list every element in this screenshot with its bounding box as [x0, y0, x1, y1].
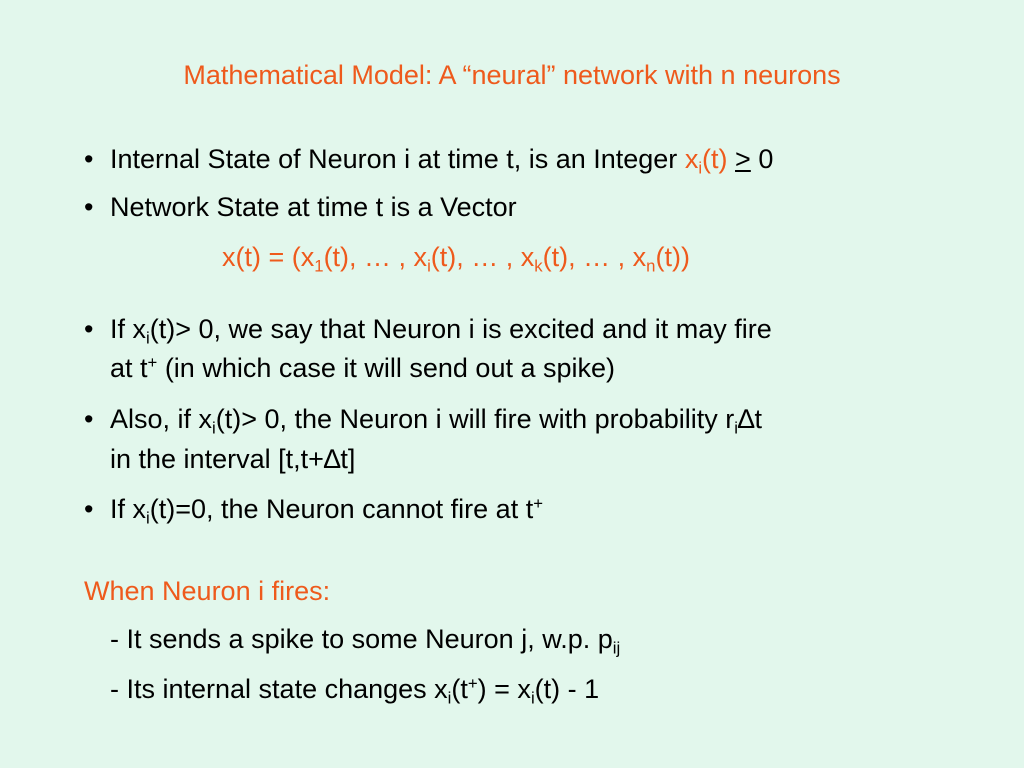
- xi-term: xi(t): [684, 144, 728, 178]
- fires-state-line: - Its internal state changes xi(t+) = xi…: [110, 673, 600, 708]
- bullet-excited-cont: at t+ (in which case it will send out a …: [110, 352, 616, 383]
- bullet-marker: •: [84, 494, 94, 524]
- bullet-excited: If xi(t)> 0, we say that Neuron i is exc…: [110, 314, 772, 348]
- bullet-marker: •: [84, 404, 94, 434]
- bullet-fire-probability-cont: in the interval [t,t+∆t]: [110, 444, 356, 474]
- vector-formula: x(t) = (x1(t), … , xi(t), … , xk(t), … ,…: [222, 242, 690, 276]
- bullet-marker: •: [84, 192, 94, 222]
- bullet-network-state: Network State at time t is a Vector: [110, 192, 517, 222]
- fires-spike-line: - It sends a spike to some Neuron j, w.p…: [110, 624, 621, 658]
- slide-title: Mathematical Model: A “neural” network w…: [183, 60, 841, 90]
- bullet-marker: •: [84, 144, 94, 174]
- bullet-cannot-fire: If xi(t)=0, the Neuron cannot fire at t+: [110, 493, 543, 528]
- bullet-text: Internal State of Neuron i at time t, is…: [110, 144, 685, 174]
- fires-heading: When Neuron i fires:: [84, 576, 331, 606]
- bullet-internal-state: Internal State of Neuron i at time t, is…: [110, 144, 774, 178]
- bullet-fire-probability: Also, if xi(t)> 0, the Neuron i will fir…: [110, 404, 762, 438]
- ge-symbol: >: [735, 144, 751, 174]
- bullet-marker: •: [84, 314, 94, 344]
